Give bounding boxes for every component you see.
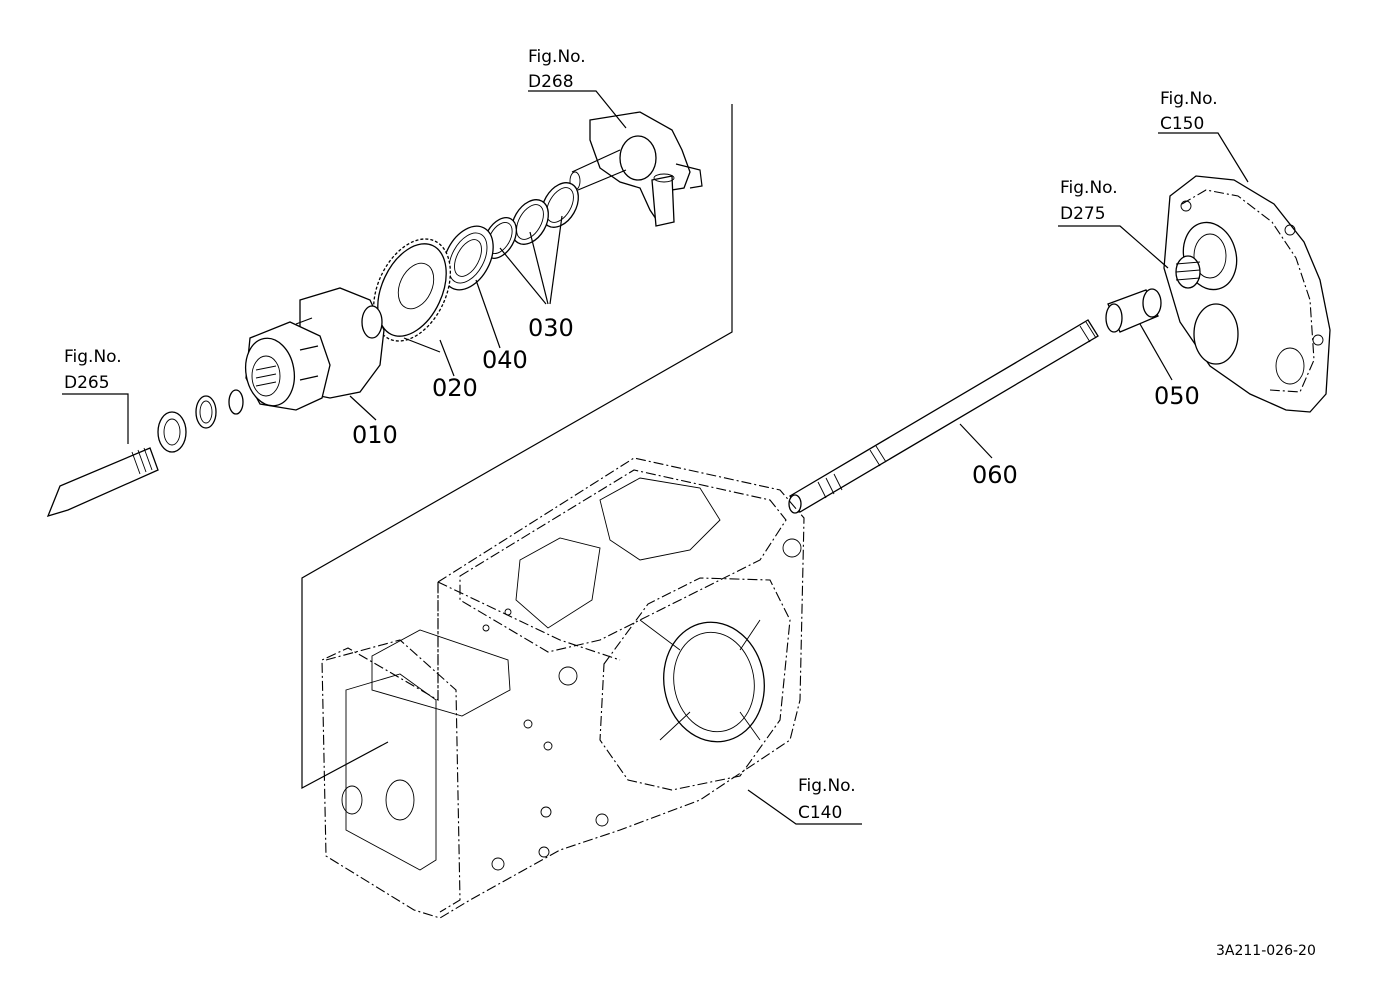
- svg-text:Fig.No.: Fig.No.: [1060, 178, 1118, 198]
- leader-lines: [62, 90, 1249, 825]
- svg-text:D268: D268: [528, 72, 574, 92]
- part-number-010: 010: [352, 421, 398, 449]
- svg-text:Fig.No.: Fig.No.: [528, 47, 586, 67]
- ref-c140: Fig.No. C140: [798, 776, 856, 823]
- shift-fork-drawing: [569, 111, 703, 227]
- ref-d275: Fig.No. D275: [1060, 178, 1118, 224]
- part-number-050: 050: [1154, 382, 1200, 410]
- cover-c150-drawing: [1163, 175, 1331, 413]
- svg-text:Fig.No.: Fig.No.: [798, 776, 856, 796]
- bushing-050-drawing: [1105, 288, 1162, 333]
- gear-020-drawing: [373, 238, 451, 353]
- assembly-boundary: [301, 104, 733, 790]
- left-shaft-parts-drawing: [46, 389, 244, 518]
- drawing-code: 3A211-026-20: [1216, 943, 1316, 959]
- ref-d265: Fig.No. D265: [64, 347, 122, 393]
- svg-text:C140: C140: [798, 803, 842, 823]
- ref-d268: Fig.No. D268: [528, 47, 586, 92]
- svg-text:D265: D265: [64, 373, 110, 393]
- svg-text:Fig.No.: Fig.No.: [64, 347, 122, 367]
- svg-text:C150: C150: [1160, 114, 1204, 134]
- svg-text:Fig.No.: Fig.No.: [1160, 89, 1218, 109]
- part-number-040: 040: [482, 346, 528, 374]
- svg-text:D275: D275: [1060, 204, 1106, 224]
- part-number-020: 020: [432, 374, 478, 402]
- part-number-030: 030: [528, 314, 574, 342]
- gear-shaft-d275-drawing: [1175, 255, 1201, 289]
- part-number-060: 060: [972, 461, 1018, 489]
- shaft-060-drawing: [788, 319, 1099, 514]
- ref-c150: Fig.No. C150: [1160, 89, 1218, 134]
- transmission-case-c140-drawing: [321, 457, 805, 919]
- differential-assembly-010-drawing: [244, 287, 385, 411]
- thrust-washer-040-drawing: [442, 225, 494, 291]
